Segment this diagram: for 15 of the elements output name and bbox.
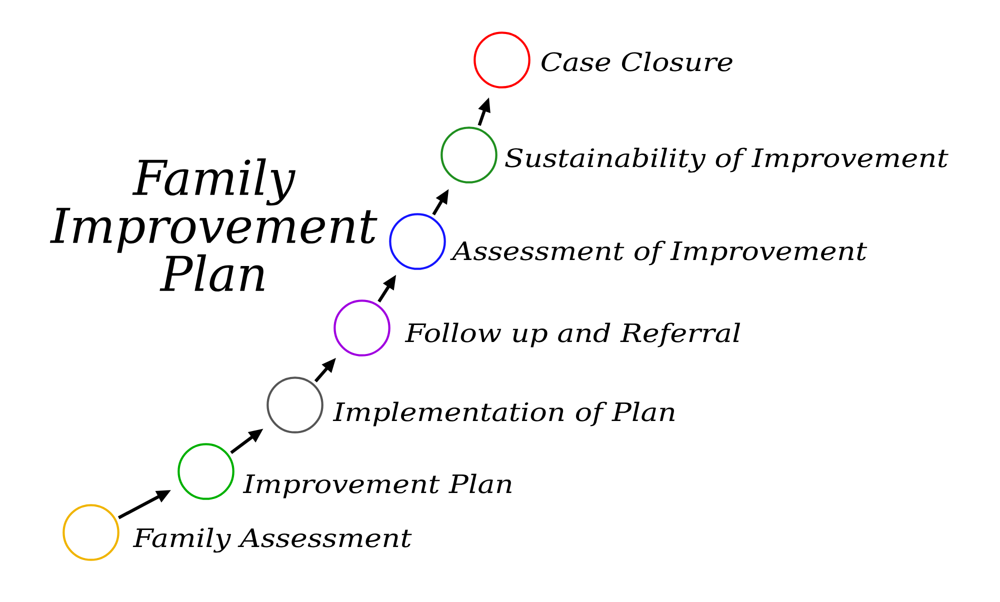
step-label: Assessment of Improvement (450, 240, 868, 266)
step-label: Sustainability of Improvement (505, 148, 948, 173)
step-circle (389, 213, 446, 270)
step-circle (334, 300, 390, 356)
step-label: Family Assessment (132, 528, 412, 553)
step-circle (474, 32, 530, 88)
step-label: Case Closure (542, 52, 732, 72)
step-label: Improvement Plan (242, 474, 512, 498)
step-label: Follow up and Referral (404, 322, 740, 348)
step-label: Implementation of Plan (332, 402, 674, 426)
step-circle (266, 376, 324, 434)
step-circle (178, 443, 234, 500)
title: Family Improvement Plan (50, 158, 378, 292)
step-circle (440, 126, 498, 184)
step-circle (62, 504, 120, 561)
